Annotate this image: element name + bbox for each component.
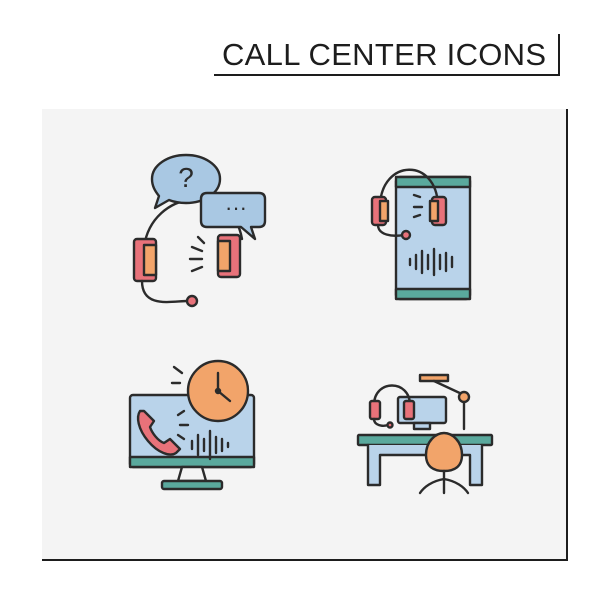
mobile-support-icon xyxy=(370,168,472,301)
ellipsis-glyph: ··· xyxy=(225,195,247,220)
title-banner: CALL CENTER ICONS xyxy=(214,34,560,76)
page-title: CALL CENTER ICONS xyxy=(222,37,547,72)
agent-workplace-icon xyxy=(356,373,494,495)
question-mark-glyph: ? xyxy=(178,162,194,193)
chat-support-headset-icon: ? ··· xyxy=(132,153,267,308)
computer-call-timer-icon xyxy=(128,359,256,491)
icons-panel: ? ··· xyxy=(42,109,568,561)
